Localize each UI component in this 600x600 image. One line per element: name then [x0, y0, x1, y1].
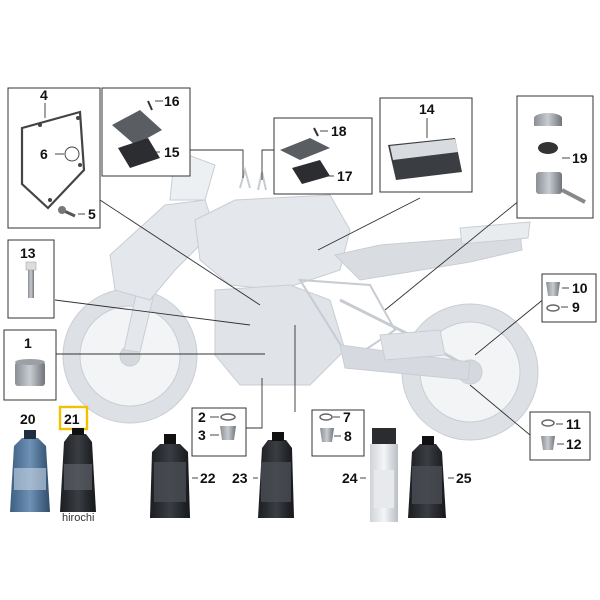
callout-box-4: [7, 87, 101, 229]
part-labels: 4 6 5 16 15 18 17 14 19 13 10 9 1 2 3 7 …: [20, 87, 588, 486]
label-part-9: 9: [572, 299, 580, 315]
bottle-23: [258, 432, 294, 518]
label-part-5: 5: [88, 206, 96, 222]
label-part-21: 21: [64, 411, 80, 427]
label-part-3: 3: [198, 427, 206, 443]
label-part-13: 13: [20, 245, 36, 261]
label-part-19: 19: [572, 150, 588, 166]
oil-filter-1: [15, 362, 45, 386]
leader-lines: [54, 149, 546, 436]
bottle-25: [408, 436, 446, 518]
label-part-15: 15: [164, 144, 180, 160]
label-part-7: 7: [343, 409, 351, 425]
callout-box-7-8: [311, 409, 365, 457]
callout-box-11-12: [529, 411, 591, 461]
label-part-14: 14: [419, 101, 435, 117]
label-part-24: 24: [342, 470, 358, 486]
label-part-16: 16: [164, 93, 180, 109]
callout-box-15-16: [101, 87, 191, 177]
callout-box-2-3: [191, 407, 247, 457]
bottle-22: [150, 434, 190, 518]
label-part-1: 1: [24, 335, 32, 351]
motorcycle-illustration: [62, 149, 539, 441]
label-part-11: 11: [566, 416, 581, 432]
label-part-2: 2: [198, 409, 206, 425]
bottle-21: [60, 428, 96, 512]
label-part-10: 10: [572, 280, 588, 296]
callout-box-9-10: [541, 273, 597, 323]
label-part-25: 25: [456, 470, 472, 486]
label-part-20: 20: [20, 411, 36, 427]
label-part-8: 8: [344, 428, 352, 444]
label-part-12: 12: [566, 436, 582, 452]
spark-plug-13: [28, 268, 34, 298]
o-ring-6: [64, 146, 80, 162]
bottle-20: [10, 430, 50, 512]
spray-can-24: [370, 428, 398, 522]
callout-box-17-18: [273, 117, 373, 195]
callout-box-13: [7, 239, 55, 319]
label-part-6: 6: [40, 146, 48, 162]
label-part-17: 17: [337, 168, 353, 184]
label-part-23: 23: [232, 470, 248, 486]
callout-box-19: [516, 95, 594, 219]
callout-box-14: [379, 97, 473, 193]
label-part-18: 18: [331, 123, 347, 139]
watermark: hirochi: [62, 512, 95, 524]
label-part-4: 4: [40, 87, 48, 103]
label-part-22: 22: [200, 470, 216, 486]
callout-box-1: [3, 329, 57, 401]
